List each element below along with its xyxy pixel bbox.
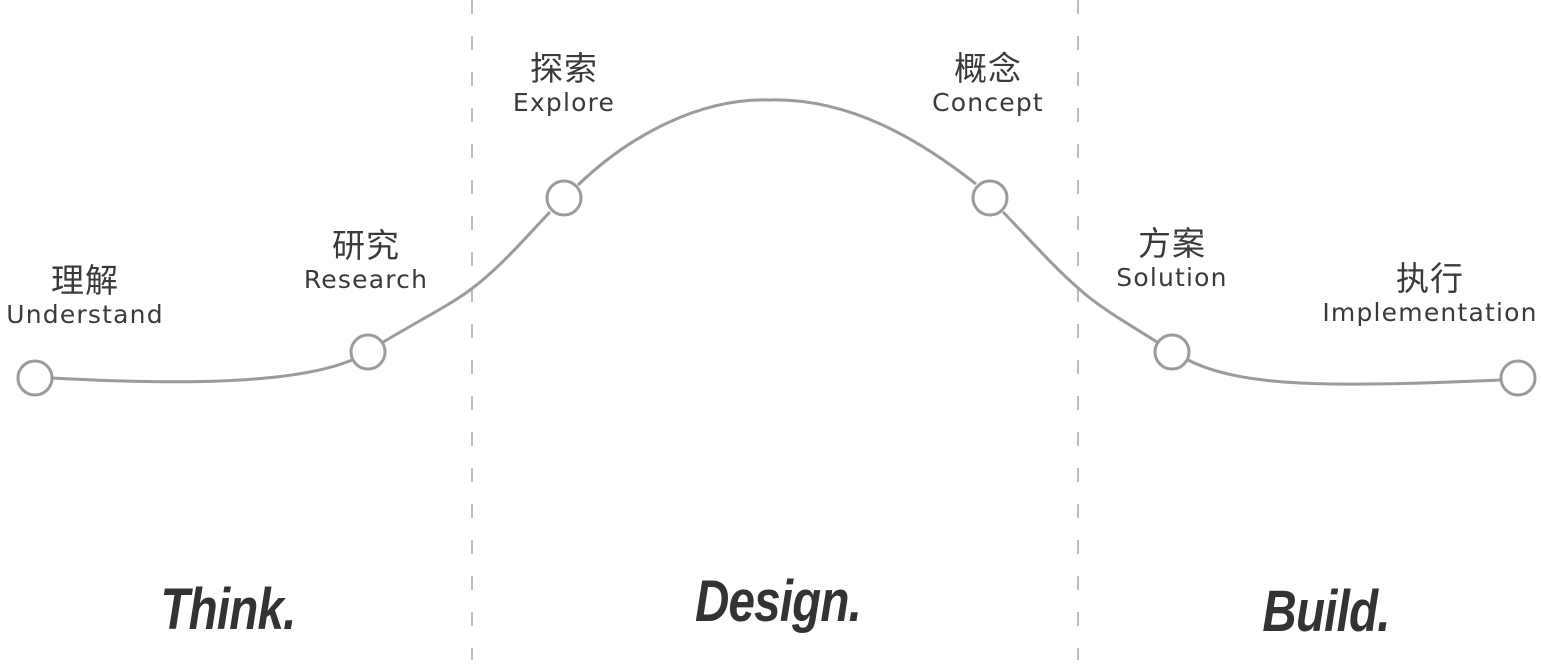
label-en: Research (303, 265, 429, 294)
label-en: Explore (512, 88, 616, 117)
label-en: Concept (932, 88, 1044, 117)
label-implementation: 执行 Implementation (1322, 260, 1537, 328)
label-research: 研究 Research (304, 227, 428, 295)
label-zh: 探索 (530, 49, 598, 88)
label-concept: 概念 Concept (932, 50, 1044, 118)
process-curve (51, 98, 1502, 386)
phase-label: Think. (160, 577, 296, 642)
label-en: Understand (6, 300, 164, 329)
phase-design: Design. (677, 568, 880, 635)
node-implementation (1499, 359, 1537, 397)
label-zh: 方案 (1137, 224, 1206, 263)
phase-label: Build. (1262, 579, 1390, 644)
node-solution (1153, 333, 1191, 371)
phase-label: Design. (694, 569, 862, 634)
phase-think: Think. (146, 576, 311, 643)
label-explore: 探索 Explore (513, 50, 615, 118)
node-concept (971, 179, 1009, 217)
phase-build: Build. (1248, 578, 1403, 645)
label-en: Implementation (1322, 298, 1538, 327)
label-zh: 理解 (50, 261, 119, 300)
label-solution: 方案 Solution (1116, 225, 1227, 293)
label-en: Solution (1116, 263, 1228, 292)
node-explore (545, 179, 583, 217)
label-understand: 理解 Understand (6, 262, 164, 330)
label-zh: 概念 (953, 49, 1022, 88)
node-understand (16, 359, 54, 397)
label-zh: 执行 (1396, 259, 1464, 298)
node-research (349, 333, 387, 371)
label-zh: 研究 (332, 226, 400, 265)
